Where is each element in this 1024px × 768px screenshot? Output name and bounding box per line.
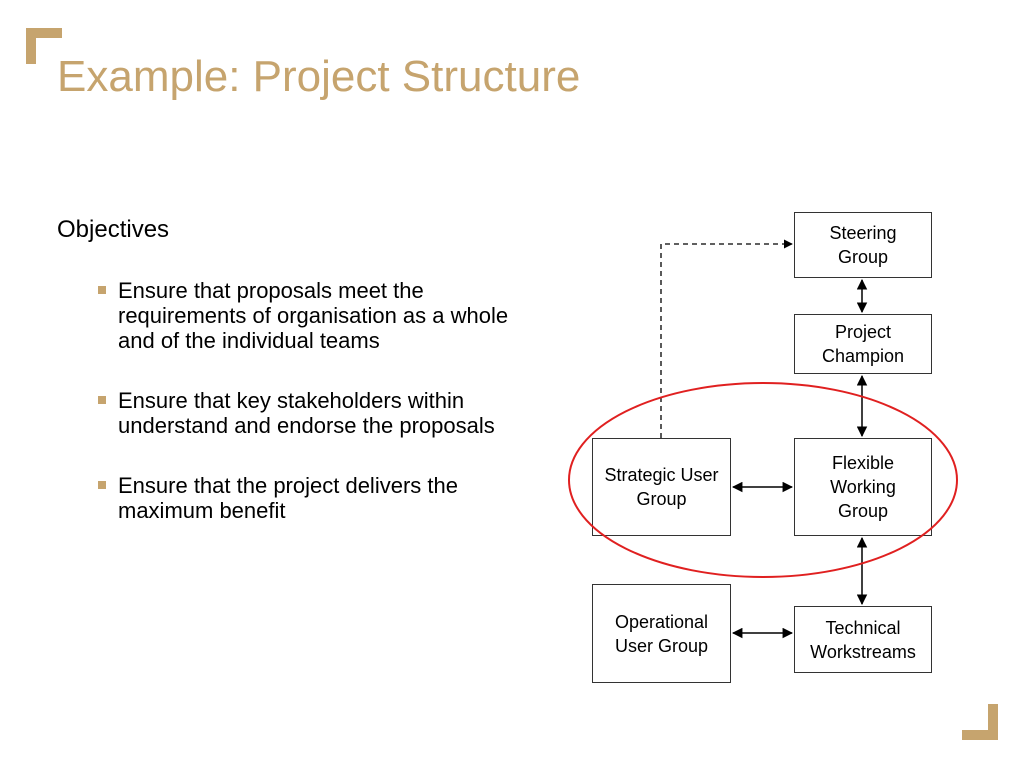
node-label: Operational User Group [614,611,709,656]
slide-title: Example: Project Structure [57,52,581,101]
node-strategic-user-group: Strategic User Group [592,438,731,536]
node-flexible-working-group: Flexible Working Group [794,438,932,536]
node-label: Flexible Working Group [830,453,896,521]
objective-text: Ensure that key stakeholders within unde… [118,388,495,438]
node-project-champion: Project Champion [794,314,932,374]
objectives-list: Ensure that proposals meet the requireme… [98,278,518,558]
objective-item: Ensure that key stakeholders within unde… [98,388,518,438]
objectives-heading: Objectives [57,216,170,243]
square-bullet-icon [98,396,106,404]
node-operational-user-group: Operational User Group [592,584,731,683]
node-label: Project Champion [821,322,905,366]
objective-text: Ensure that proposals meet the requireme… [118,278,509,353]
node-technical-workstreams: Technical Workstreams [794,606,932,673]
corner-bracket-icon [962,704,998,740]
corner-bracket-icon [26,28,62,64]
objective-text: Ensure that the project delivers the max… [118,473,458,523]
node-steering-group: Steering Group [794,212,932,278]
objective-item: Ensure that the project delivers the max… [98,473,518,523]
square-bullet-icon [98,286,106,294]
node-label: Technical Workstreams [810,617,916,662]
node-label: Steering Group [829,223,897,267]
objective-item: Ensure that proposals meet the requireme… [98,278,518,353]
node-label: Strategic User Group [604,465,719,509]
square-bullet-icon [98,481,106,489]
dashed-connector [660,239,793,438]
